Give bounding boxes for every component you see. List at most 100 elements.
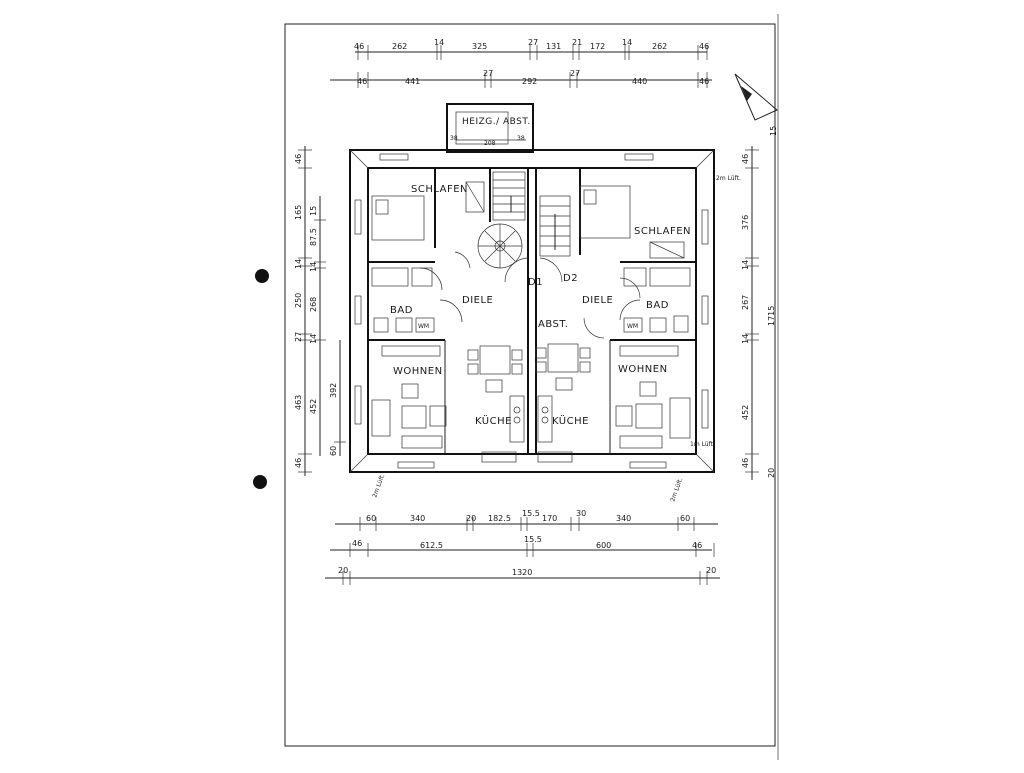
dining-table-right xyxy=(547,343,579,373)
dim-top-1-j: 262 xyxy=(652,42,667,51)
dim-bottom-2-b: 612.5 xyxy=(420,541,443,550)
dim-left-outer-b: 165 xyxy=(294,205,303,220)
heating-dim-mid: 208 xyxy=(484,140,496,147)
dim-top-1-i: 14 xyxy=(622,38,632,47)
dim-left-inner-c: 14 xyxy=(309,262,318,272)
room-label-bedroom-left: SCHLAFEN xyxy=(411,184,468,195)
annotation-top-right-small: 15 xyxy=(769,126,778,136)
sink-right xyxy=(649,317,667,333)
dim-left-outer-d: 250 xyxy=(294,293,303,308)
annotation-bottom-right-window: 2m Lüft. xyxy=(669,477,684,503)
room-label-living-left: WOHNEN xyxy=(393,366,443,377)
washer-left xyxy=(415,317,435,333)
dim-top-1-k: 46 xyxy=(699,42,709,51)
dim-bottom-2-c: 15.5 xyxy=(524,535,542,544)
dim-left-inner-a: 15 xyxy=(309,206,318,216)
annotation-right-window: 1m Lüft. xyxy=(690,441,715,448)
furniture-left: WM xyxy=(371,181,525,449)
dimension-row-bottom-3: 20 1320 20 xyxy=(325,566,720,585)
annotation-bottom-left-window: 2m Lüft. xyxy=(371,473,386,499)
coffee-table-left xyxy=(401,405,427,429)
dimension-row-bottom-2: 46 612.5 15.5 600 46 xyxy=(330,535,715,557)
dim-bottom-2-d: 600 xyxy=(596,541,611,550)
door-swings xyxy=(419,251,641,339)
dim-top-2-b: 441 xyxy=(405,77,420,86)
dim-top-1-e: 27 xyxy=(528,38,538,47)
dim-left-inner-d: 268 xyxy=(309,297,318,312)
dim-right-c: 14 xyxy=(741,260,750,270)
bed-right xyxy=(579,185,631,239)
dim-left-outer-e: 27 xyxy=(294,332,303,342)
room-label-kitchen-left: KÜCHE xyxy=(475,414,512,427)
toilet-right xyxy=(673,315,689,333)
dim-top-2-a: 46 xyxy=(357,77,367,86)
room-label-door-1: D1 xyxy=(528,277,543,288)
bathtub-right xyxy=(649,267,691,287)
dim-right-g: 46 xyxy=(741,458,750,468)
staircase xyxy=(477,171,571,269)
annotation-top-right-window: 2m Lüft. xyxy=(716,175,741,182)
paper-border xyxy=(284,23,776,747)
dimension-chain-left-outer: 46 165 14 250 27 463 46 xyxy=(294,146,312,476)
shelf-left xyxy=(381,345,441,357)
heating-room-label: HEIZG./ ABST. xyxy=(462,117,531,127)
dim-bottom-2-a: 46 xyxy=(352,539,362,548)
dim-top-2-d: 292 xyxy=(522,77,537,86)
dim-top-1-f: 131 xyxy=(546,42,561,51)
room-label-hall-right: DIELE xyxy=(582,295,613,306)
dim-left-outer-a: 46 xyxy=(294,154,303,164)
toilet-left xyxy=(373,317,389,333)
punch-hole-bottom xyxy=(253,475,267,489)
washer-right xyxy=(623,317,643,333)
room-label-kitchen-right: KÜCHE xyxy=(552,414,589,427)
wardrobe-left xyxy=(465,181,485,213)
dim-bottom-3-a: 20 xyxy=(338,566,348,575)
wardrobe-right xyxy=(649,241,685,259)
shelf-right xyxy=(619,345,679,357)
dim-bottom-1-g: 30 xyxy=(576,509,586,518)
furniture-right: WM xyxy=(535,185,691,449)
dim-top-2-g: 46 xyxy=(699,77,709,86)
dim-bottom-1-a: 60 xyxy=(366,514,376,523)
washer-left-label: WM xyxy=(418,323,429,330)
dim-bottom-1-f: 170 xyxy=(542,514,557,523)
dim-top-1-g: 21 xyxy=(572,38,582,47)
room-label-bath-left: BAD xyxy=(390,305,413,316)
heating-dim-left: 38 xyxy=(450,135,458,142)
dim-left-outer-f: 463 xyxy=(294,395,303,410)
heating-room: HEIZG./ ABST. 38 208 38 xyxy=(446,103,534,153)
dim-left-inner-e: 14 xyxy=(309,334,318,344)
dimension-row-bottom-1: 60 340 20 182.5 15.5 170 30 340 60 xyxy=(335,509,718,531)
dim-bottom-2-e: 46 xyxy=(692,541,702,550)
dim-right-b: 376 xyxy=(741,215,750,230)
dim-top-1-h: 172 xyxy=(590,42,605,51)
dim-bottom-1-c: 20 xyxy=(466,514,476,523)
sink-left xyxy=(395,317,413,333)
dimension-row-top-2: 46 441 27 292 27 440 46 xyxy=(330,69,712,88)
dim-left-inner-g: 392 xyxy=(329,383,338,398)
dim-right-d: 267 xyxy=(741,295,750,310)
dim-right-f: 452 xyxy=(741,405,750,420)
room-labels: SCHLAFEN SCHLAFEN BAD BAD DIELE DIELE D1… xyxy=(390,184,691,427)
dim-top-2-e: 27 xyxy=(570,69,580,78)
sofa-left xyxy=(371,399,391,437)
room-label-bedroom-right: SCHLAFEN xyxy=(634,226,691,237)
punch-hole-top xyxy=(255,269,269,283)
dim-right-a: 46 xyxy=(741,154,750,164)
dim-bottom-1-e: 15.5 xyxy=(522,509,540,518)
heating-dim-right: 38 xyxy=(517,135,525,142)
dim-left-inner-b: 87.5 xyxy=(309,228,318,246)
room-label-bath-right: BAD xyxy=(646,300,669,311)
dimension-row-top-1: 46 262 14 325 27 131 21 172 14 262 46 xyxy=(354,38,709,60)
dim-bottom-3-c: 20 xyxy=(706,566,716,575)
room-label-living-right: WOHNEN xyxy=(618,364,668,375)
kitchen-counter-right xyxy=(537,395,553,443)
room-label-hall-left: DIELE xyxy=(462,295,493,306)
coffee-table-right xyxy=(635,403,663,429)
dining-table-left xyxy=(479,345,511,375)
dim-right-total: 1715 xyxy=(767,306,776,326)
dim-top-2-c: 27 xyxy=(483,69,493,78)
room-label-door-2: D2 xyxy=(563,273,578,284)
washer-right-label: WM xyxy=(627,323,638,330)
